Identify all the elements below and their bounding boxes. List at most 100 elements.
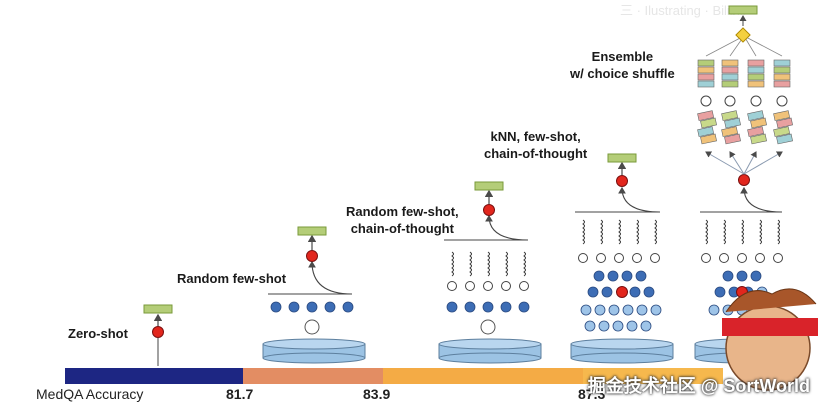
model-node <box>616 286 628 298</box>
answer-box <box>297 226 327 236</box>
open-circle <box>465 281 475 291</box>
model-node <box>616 175 628 187</box>
branch-arrow <box>705 151 745 175</box>
cycle-icon <box>700 95 712 107</box>
curved-arrow <box>740 186 783 213</box>
platform-top <box>438 338 542 350</box>
model-node <box>152 326 164 338</box>
reasoning-squiggle <box>636 219 639 245</box>
open-circle <box>632 253 642 263</box>
tick-87-3: 87.3 <box>578 386 606 402</box>
model-node <box>738 174 750 186</box>
reasoning-squiggle <box>618 219 621 245</box>
example-dot <box>708 304 720 316</box>
platform-bottom <box>570 352 674 364</box>
open-circle <box>773 253 783 263</box>
choice-stack <box>697 59 715 67</box>
branch-arrow <box>743 151 757 175</box>
choice-stack <box>697 80 715 88</box>
cycle-icon <box>724 95 736 107</box>
branch-arrow <box>729 151 745 175</box>
label-random-few-shot-cot: Random few-shot, chain-of-thought <box>346 204 459 236</box>
example-dot <box>342 301 354 313</box>
reasoning-squiggle <box>582 219 585 245</box>
model-node <box>306 250 318 262</box>
example-dot <box>270 301 282 313</box>
reasoning-squiggle <box>759 219 762 245</box>
open-circle <box>447 281 457 291</box>
reasoning-squiggle <box>451 251 454 277</box>
example-dot <box>601 286 613 298</box>
example-dot <box>736 270 748 282</box>
open-circle <box>701 253 711 263</box>
choice-stack <box>747 66 765 74</box>
open-circle <box>719 253 729 263</box>
example-dot <box>288 301 300 313</box>
answer-box <box>607 153 637 163</box>
shuffled-choice-card <box>724 133 741 145</box>
example-dot <box>464 301 476 313</box>
reasoning-squiggle <box>600 219 603 245</box>
vote-line <box>743 35 783 57</box>
label-zero-shot: Zero-shot <box>68 326 128 341</box>
reasoning-squiggle <box>654 219 657 245</box>
choice-stack <box>721 59 739 67</box>
reasoning-squiggle <box>523 251 526 277</box>
example-dot <box>446 301 458 313</box>
answer-box <box>728 5 758 15</box>
reasoning-squiggle <box>777 219 780 245</box>
example-dot <box>714 286 726 298</box>
open-circle <box>755 253 765 263</box>
platform-top <box>262 338 366 350</box>
open-circle <box>596 253 606 263</box>
example-dot <box>622 304 634 316</box>
top-overlay-text: 三 · Ilustrating · Bilibili <box>620 3 746 18</box>
example-dot <box>580 304 592 316</box>
example-dot <box>607 270 619 282</box>
shuffled-choice-card <box>721 126 739 137</box>
example-dot <box>640 320 652 332</box>
cycle-icon <box>776 95 788 107</box>
platform-bottom <box>262 352 366 364</box>
shuffled-choice-card <box>773 110 791 121</box>
label-ensemble: Ensemble w/ choice shuffle <box>570 49 675 81</box>
choice-stack <box>773 80 791 88</box>
open-circle <box>737 253 747 263</box>
model-node <box>483 204 495 216</box>
example-dot <box>750 270 762 282</box>
label-random-few-shot: Random few-shot <box>177 271 287 286</box>
choice-stack <box>697 66 715 74</box>
mascot-headband <box>722 318 818 336</box>
reasoning-squiggle <box>705 219 708 245</box>
shuffled-choice-card <box>700 117 717 129</box>
curved-arrow <box>308 260 353 295</box>
shuffled-choice-card <box>721 110 739 121</box>
shuffled-choice-card <box>724 117 741 129</box>
example-dot <box>612 320 624 332</box>
axis-segment <box>383 368 583 384</box>
choice-stack <box>721 80 739 88</box>
reasoning-squiggle <box>723 219 726 245</box>
reasoning-squiggle <box>469 251 472 277</box>
vote-diamond <box>735 27 751 43</box>
shuffled-choice-card <box>773 126 791 137</box>
choice-stack <box>721 73 739 81</box>
dice-icon <box>304 319 320 335</box>
reasoning-squiggle <box>487 251 490 277</box>
example-dot <box>629 286 641 298</box>
tick-81-7: 81.7 <box>226 386 254 402</box>
example-dot <box>608 304 620 316</box>
choice-stack <box>747 73 765 81</box>
tick-83-9: 83.9 <box>363 386 391 402</box>
axis-segment <box>243 368 383 384</box>
open-circle <box>501 281 511 291</box>
open-circle <box>578 253 588 263</box>
example-dot <box>587 286 599 298</box>
shuffled-choice-card <box>697 126 715 137</box>
platform-bottom <box>438 352 542 364</box>
example-dot <box>722 270 734 282</box>
example-dot <box>593 270 605 282</box>
watermark: 掘金技术社区 @ SortWorld <box>587 376 810 396</box>
choice-stack <box>697 73 715 81</box>
